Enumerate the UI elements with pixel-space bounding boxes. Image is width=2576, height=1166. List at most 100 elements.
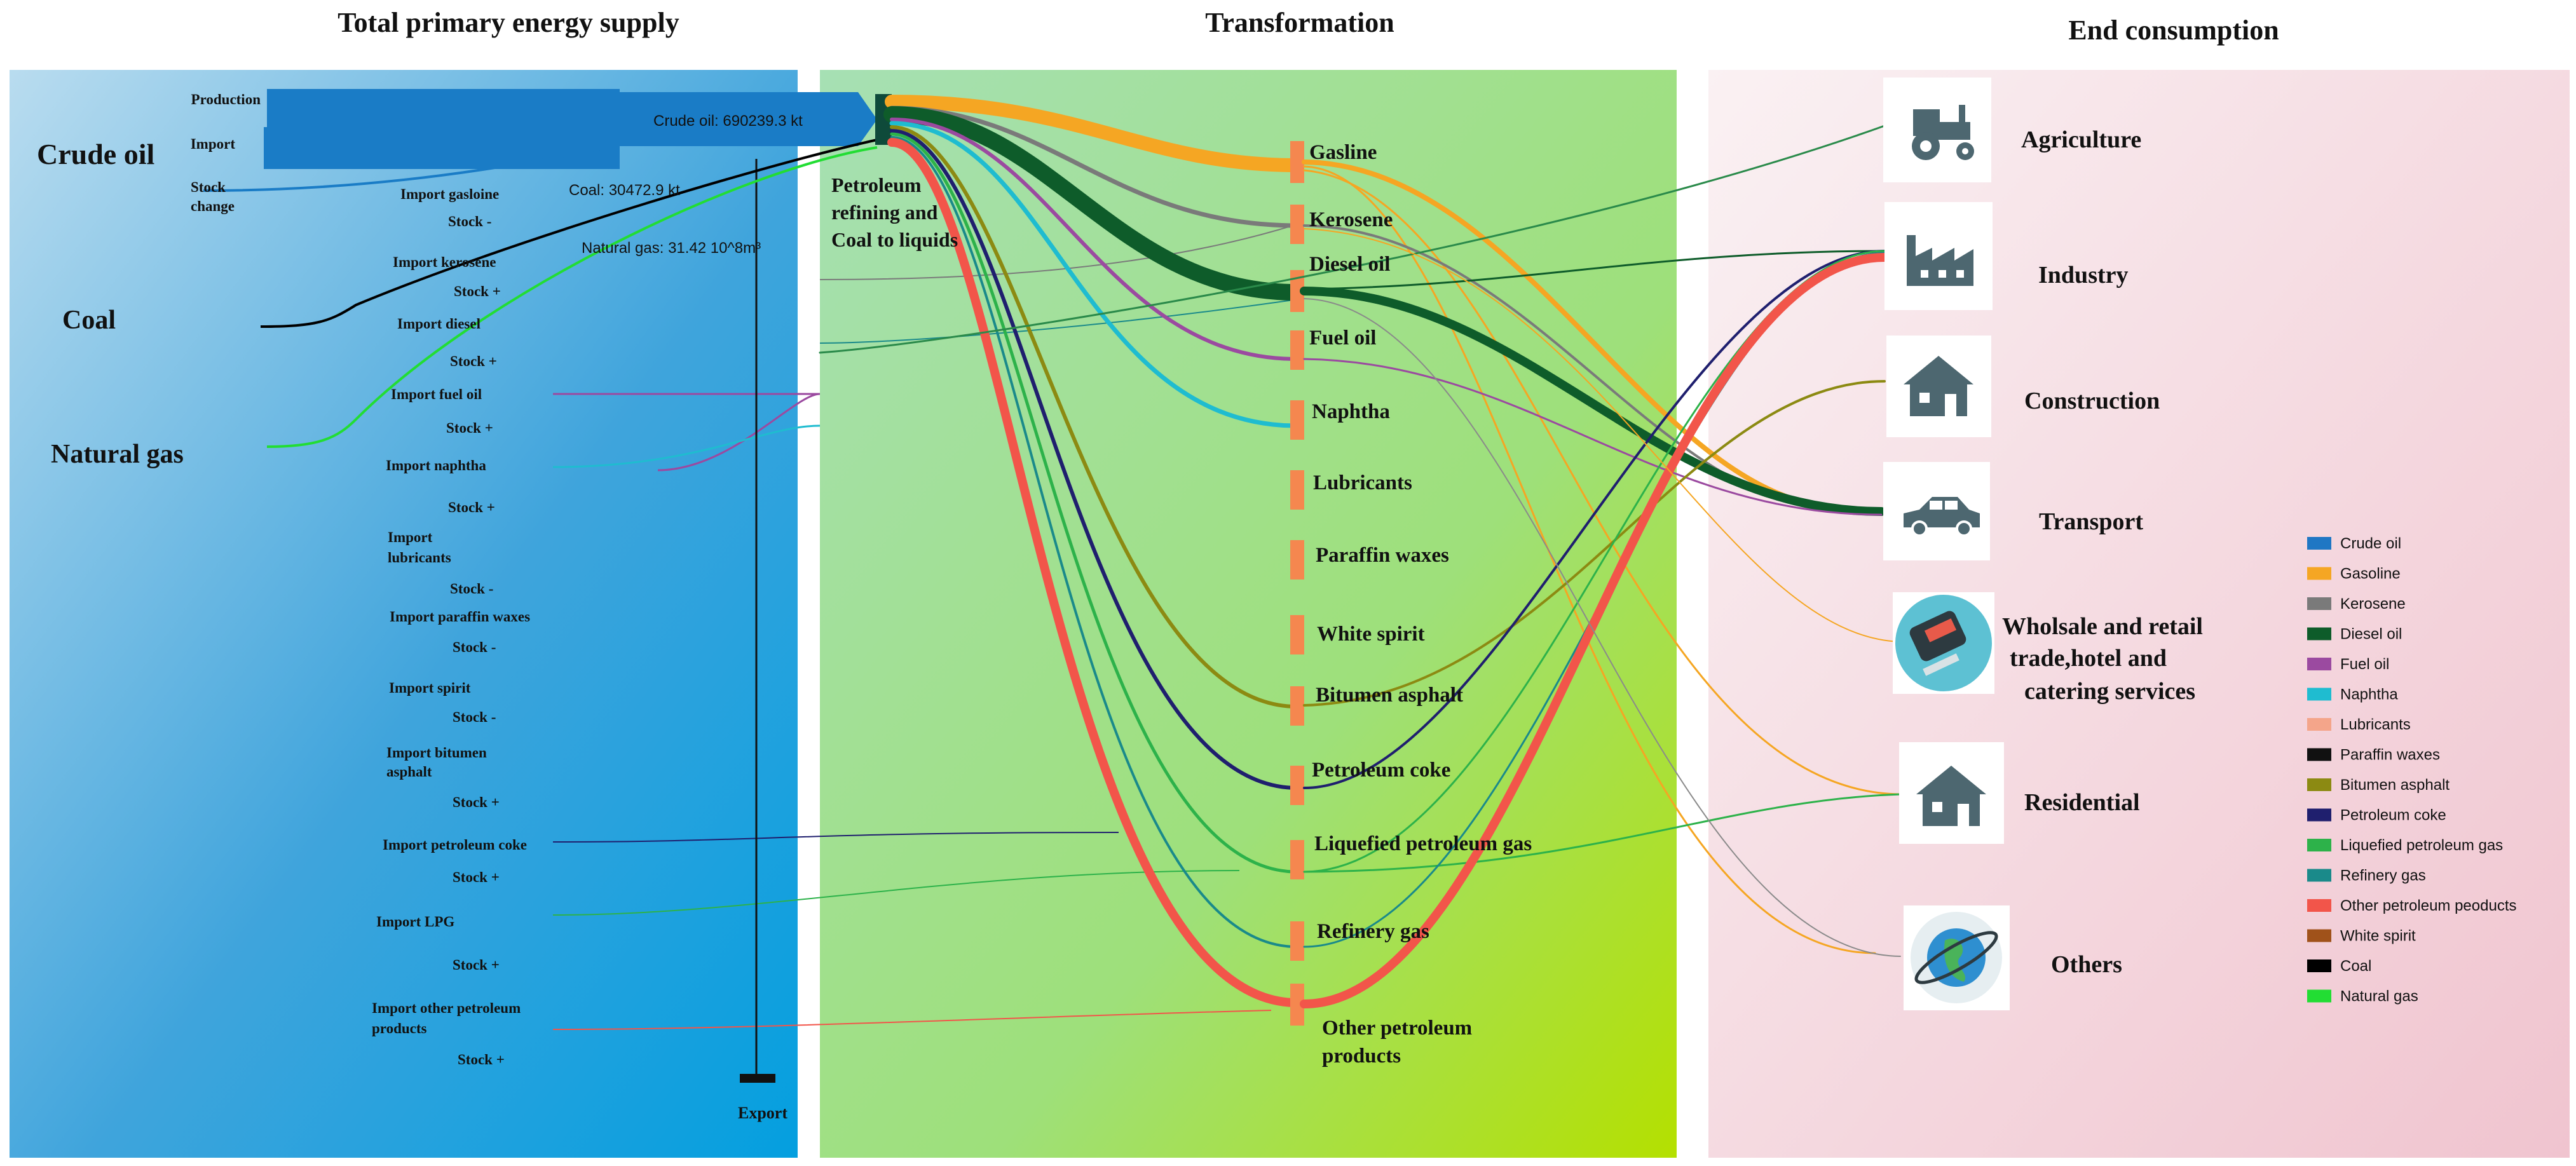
- node-gasoline: [1290, 141, 1304, 183]
- refinery-label-3: Coal to liquids: [831, 228, 958, 251]
- node-diesel: [1290, 270, 1304, 312]
- natural-gas-flow: [266, 146, 878, 448]
- flow-diesel-industry: [1303, 250, 1886, 290]
- node-bitumen: [1290, 686, 1304, 726]
- flow-import-coke: [552, 832, 1119, 843]
- legend-label: Refinery gas: [2340, 867, 2426, 885]
- flow-gasoline-transport: [1302, 159, 1846, 511]
- flow-gasoline: [885, 95, 1304, 172]
- legend-swatch: [2307, 778, 2331, 791]
- flow-import-lpg: [552, 870, 1240, 916]
- node-paraffin: [1290, 540, 1304, 580]
- node-fuel-oil: [1290, 330, 1304, 370]
- refinery-label-1: Petroleum: [831, 173, 922, 196]
- legend-swatch: [2307, 959, 2331, 972]
- label-wholesale-3: catering services: [2024, 678, 2195, 705]
- label-construction: Construction: [2024, 388, 2160, 414]
- legend-swatch: [2307, 748, 2331, 761]
- import-label-diesel: Import diesel: [397, 316, 480, 332]
- header-transformation: Transformation: [1205, 7, 1394, 38]
- label-wholesale-1: Wholsale and retail: [2002, 613, 2203, 640]
- import-label-other-2: products: [372, 1020, 427, 1036]
- node-lubricants: [1290, 470, 1304, 510]
- node-lpg: [1290, 840, 1304, 879]
- label-agriculture: Agriculture: [2021, 126, 2141, 153]
- stock-label-12: Stock +: [458, 1052, 505, 1068]
- legend-swatch: [2307, 929, 2331, 942]
- legend-label: Crude oil: [2340, 535, 2401, 552]
- legend-swatch: [2307, 627, 2331, 641]
- label-residential: Residential: [2024, 789, 2140, 816]
- label-fuel-oil: Fuel oil: [1309, 327, 1376, 349]
- coal-label: Coal: [62, 306, 116, 335]
- export-bar: [740, 1074, 775, 1083]
- import-label-coke: Import petroleum coke: [383, 837, 527, 853]
- product-nodes: [1290, 141, 1304, 1026]
- coal-flow-label: Coal: 30472.9 kt: [569, 182, 680, 199]
- import-label-other-1: Import other petroleum: [372, 1000, 521, 1016]
- label-diesel: Diesel oil: [1309, 253, 1390, 276]
- flow-faint-others: [1304, 298, 1901, 957]
- product-labels: Gasline Kerosene Diesel oil Fuel oil Nap…: [1309, 141, 1532, 1068]
- label-lubricants: Lubricants: [1313, 471, 1412, 494]
- legend-label: Liquefied petroleum gas: [2340, 837, 2503, 854]
- flow-fuel-oil: [890, 118, 1298, 361]
- stock-label-8: Stock -: [453, 709, 496, 725]
- legend-swatch: [2307, 567, 2331, 580]
- flow-diesel-agriculture: [819, 125, 1886, 354]
- legend-swatch: [2307, 597, 2331, 610]
- label-others: Others: [2051, 951, 2122, 978]
- sector-labels: Agriculture Industry Construction Transp…: [2002, 126, 2203, 978]
- label-white-spirit: White spirit: [1317, 623, 1425, 646]
- flow-naphtha: [889, 121, 1299, 428]
- flow-kerosene-thin: [819, 222, 1304, 280]
- flow-import-naphtha: [552, 424, 821, 468]
- stock-label-11: Stock +: [453, 957, 500, 973]
- legend-swatch: [2307, 658, 2331, 670]
- import-label: Import: [191, 136, 236, 152]
- flow-kerosene: [889, 105, 1299, 228]
- crude-oil-label: Crude oil: [37, 138, 154, 170]
- label-bitumen: Bitumen asphalt: [1316, 684, 1463, 707]
- legend-swatch: [2307, 989, 2331, 1003]
- label-petroleum-coke: Petroleum coke: [1312, 759, 1450, 782]
- flow-other-products: [887, 138, 1301, 1007]
- residential-house-icon: [1899, 742, 2004, 844]
- crude-production-flow: [267, 89, 620, 127]
- stock-label-7: Stock -: [453, 639, 496, 655]
- product-sector-flows: [819, 125, 1902, 1008]
- globe-icon: [1904, 905, 2010, 1010]
- natural-gas-flow-label: Natural gas: 31.42 10^8m³: [582, 240, 761, 257]
- flow-import-other: [552, 1010, 1272, 1030]
- import-label-gasoline: Import gasloine: [400, 186, 499, 202]
- flow-gasoline-others: [1303, 165, 1876, 954]
- import-label-bitumen-1: Import bitumen: [386, 745, 487, 761]
- import-label-lubricants-2: lubricants: [388, 550, 451, 566]
- house-icon: [1886, 336, 1991, 437]
- export-label: Export: [738, 1104, 787, 1122]
- flow-faint-wholesale: [1304, 228, 1901, 642]
- crude-oil-flow-label: Crude oil: 690239.3 kt: [653, 112, 803, 130]
- legend-label: Natural gas: [2340, 988, 2418, 1005]
- stock-label-5: Stock +: [448, 499, 495, 515]
- flow-other-industry: [1300, 253, 1889, 1008]
- legend-swatch: [2307, 718, 2331, 731]
- flow-gasoline-residential: [1303, 169, 1902, 796]
- label-kerosene: Kerosene: [1309, 208, 1393, 231]
- refinery-product-flows: [883, 95, 1305, 1007]
- natural-gas-label: Natural gas: [51, 440, 184, 469]
- flow-bitumen: [890, 125, 1298, 708]
- stock-label-6: Stock -: [450, 581, 493, 597]
- header-end-consumption: End consumption: [2068, 15, 2279, 46]
- import-label-paraffin: Import paraffin waxes: [390, 609, 530, 625]
- import-label-naphtha: Import naphtha: [386, 458, 486, 473]
- node-naphtha: [1290, 400, 1304, 440]
- label-other-products-1: Other petroleum: [1322, 1017, 1472, 1040]
- import-label-fuel-oil: Import fuel oil: [391, 386, 482, 402]
- import-labels: Import gasloine Stock - Import kerosene …: [372, 186, 530, 1068]
- tractor-icon: [1883, 78, 1991, 182]
- label-other-products-2: products: [1322, 1045, 1401, 1068]
